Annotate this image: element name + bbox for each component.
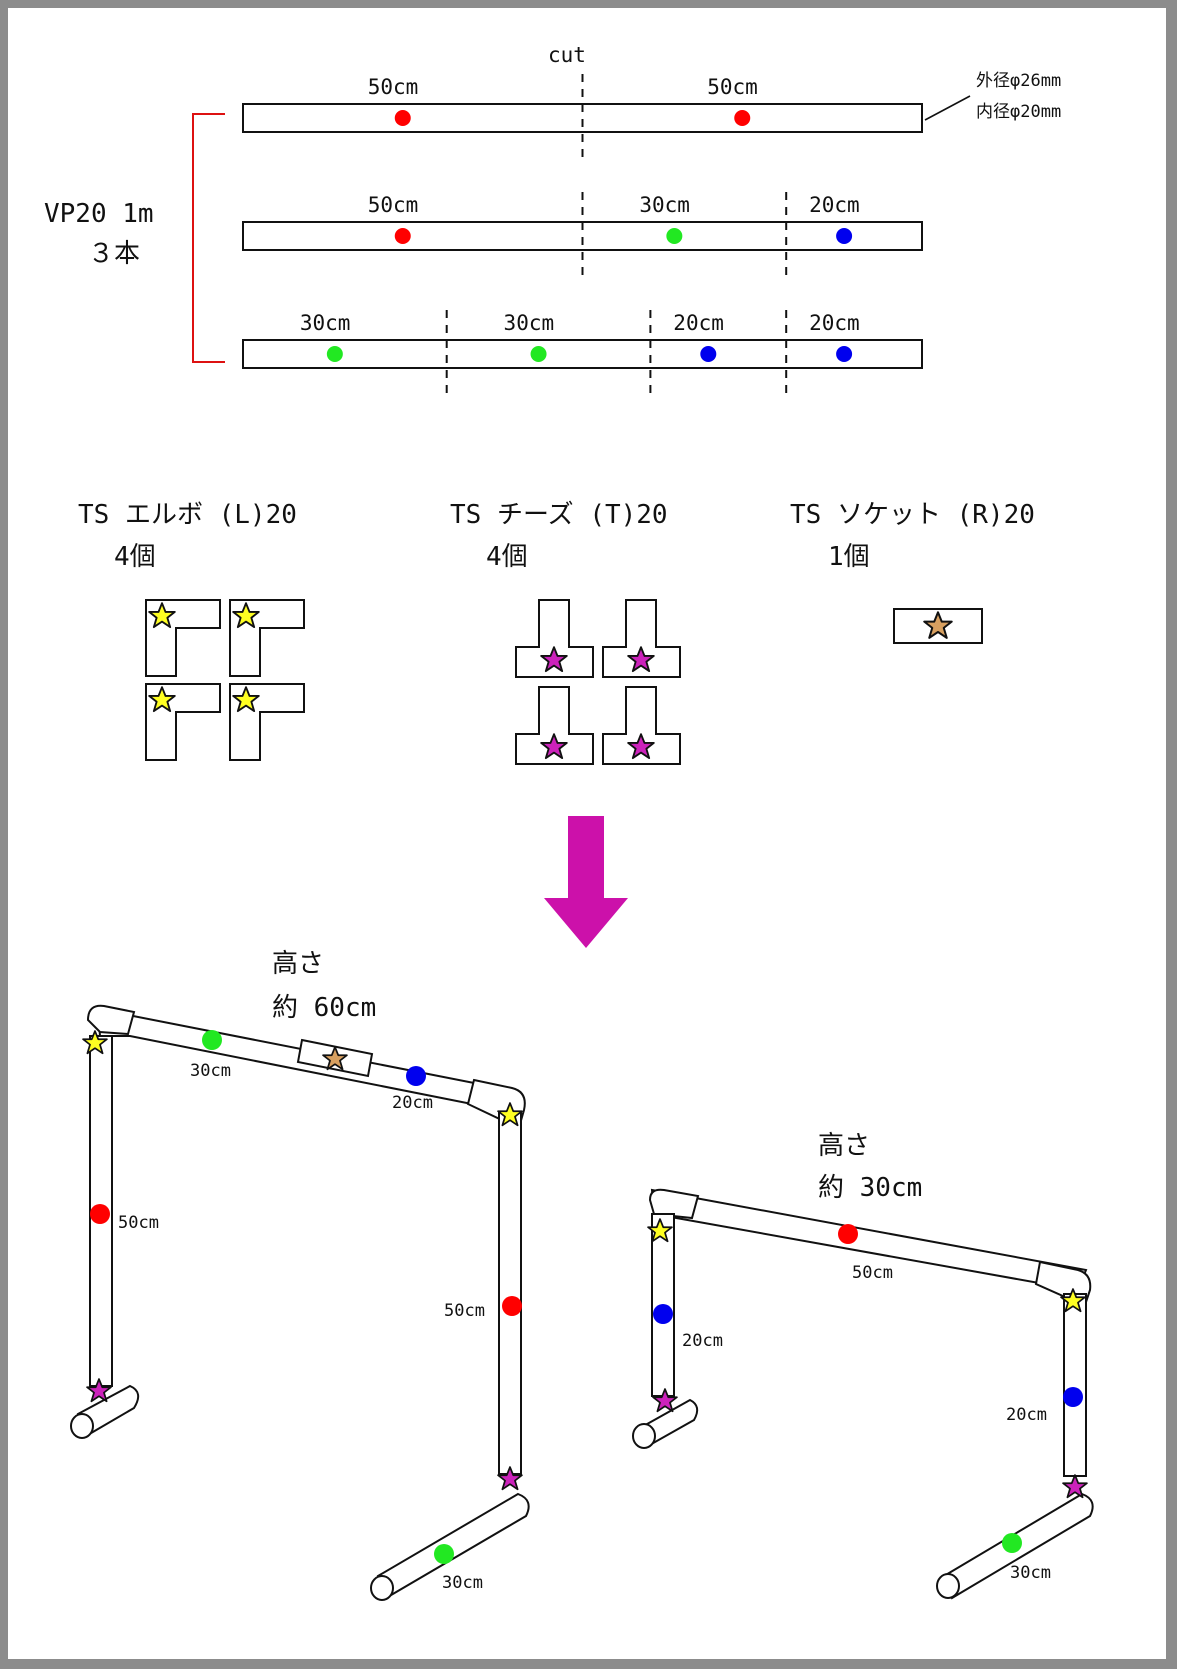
right-leg [498,1111,522,1475]
green-dot-marker [530,346,547,362]
right-foot-end [936,1573,960,1599]
segment-label: 20cm [673,311,724,335]
label-top-right: 20cm [392,1093,433,1113]
label-top: 50cm [852,1263,893,1283]
right-leg [1063,1293,1087,1477]
segment-label: 20cm [809,311,860,335]
segment-label: 50cm [368,193,419,217]
assembly-60-title: 高さ [272,949,324,979]
blue-dot-marker [1063,1387,1083,1407]
pipes-bracket [192,113,225,363]
blue-dot-marker [406,1066,426,1086]
fitting-socket-count: 1個 [828,542,870,572]
spec-outer-diameter: 外径φ26mm [976,71,1061,91]
pipe-3: 30cm 30cm 20cm 20cm [242,310,923,400]
tee-group [515,599,681,765]
red-dot-marker [394,228,411,244]
elbow-fitting [229,599,305,677]
red-dot-marker [394,110,411,126]
blue-dot-marker [836,346,853,362]
segment-label: 30cm [639,193,690,217]
fitting-elbow-count: 4個 [114,542,156,572]
fittings: TS エルボ (L)20 4個 TS チーズ (T)20 4個 TS ソケット … [78,500,1035,765]
left-foot-end [70,1413,94,1439]
fitting-tee-count: 4個 [486,542,528,572]
green-dot-marker [666,228,683,244]
assembly-30-height: 約 30cm [818,1173,922,1203]
tee-body [602,599,681,678]
elbow-fitting [145,599,221,677]
assembly-30-title: 高さ [818,1131,870,1161]
green-dot-marker [434,1544,454,1564]
segment-label: 50cm [707,75,758,99]
segment-label: 20cm [809,193,860,217]
label-top-left: 30cm [190,1061,231,1081]
red-dot-marker [90,1204,110,1224]
down-arrow-icon [544,816,628,948]
assembly-30cm: 高さ 約 30cm 50cm 20cm 20cm 30cm [632,1131,1094,1600]
right-foot-end [370,1575,394,1601]
elbow-fitting [229,683,305,761]
elbow-left [86,1004,136,1036]
label-foot: 30cm [1010,1563,1051,1583]
fitting-socket-name: TS ソケット (R)20 [790,500,1035,530]
pipe-body [242,339,923,369]
spec-leader-line [924,95,971,121]
label-right-leg: 50cm [444,1301,485,1321]
green-dot-marker [326,346,343,362]
segment-label: 30cm [300,311,351,335]
socket-fitting [893,608,983,644]
elbow-left [648,1188,700,1220]
label-foot: 30cm [442,1573,483,1593]
tee-fitting [515,686,594,765]
elbow-group [145,599,305,761]
pipe-1: 50cm 50cm [242,74,923,164]
green-dot-marker [1002,1533,1022,1553]
tee-body [602,686,681,765]
elbow-fitting [145,683,221,761]
cut-label: cut [548,43,586,67]
assembly-60-height: 約 60cm [272,993,376,1023]
tee-fitting [602,686,681,765]
label-left-leg: 20cm [682,1331,723,1351]
label-right-leg: 20cm [1006,1405,1047,1425]
red-dot-marker [838,1224,858,1244]
assembly-60cm: 高さ 約 60cm 30cm 20cm 50cm 50cm 30cm [70,949,530,1601]
material-count: ３本 [88,239,140,269]
blue-dot-marker [700,346,717,362]
tee-body [515,599,594,678]
segment-label: 30cm [504,311,555,335]
material-label: VP20 1m [44,199,154,229]
label-left-leg: 50cm [118,1213,159,1233]
segment-label: 50cm [368,75,419,99]
pipe-2: 50cm 30cm 20cm [242,192,923,282]
left-foot-end [632,1423,656,1449]
green-dot-marker [202,1030,222,1050]
red-dot-marker [734,110,751,126]
red-dot-marker [502,1296,522,1316]
fitting-elbow-name: TS エルボ (L)20 [78,500,297,530]
blue-dot-marker [653,1304,673,1324]
tee-body [515,686,594,765]
blue-dot-marker [836,228,853,244]
tee-fitting [602,599,681,678]
tee-fitting [515,599,594,678]
fitting-tee-name: TS チーズ (T)20 [450,500,668,530]
right-foot-pipe [376,1492,530,1600]
spec-inner-diameter: 内径φ20mm [976,102,1061,122]
